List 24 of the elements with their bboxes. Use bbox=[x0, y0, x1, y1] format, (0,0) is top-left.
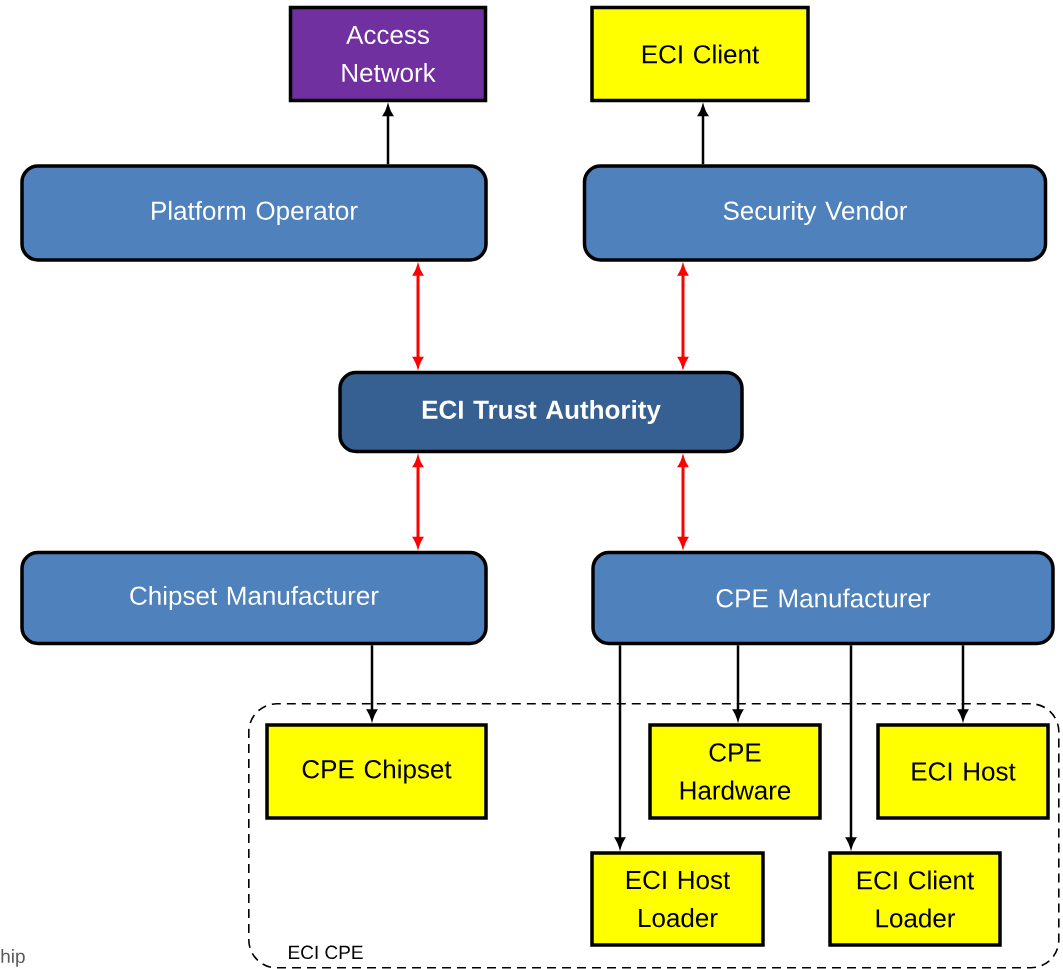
role-box: Chipset Manufacturer bbox=[20, 550, 488, 646]
arrow bbox=[413, 456, 423, 548]
arrow bbox=[383, 105, 393, 165]
arrow bbox=[678, 456, 688, 548]
arrow bbox=[846, 645, 856, 848]
client-box: ECI Client bbox=[590, 5, 810, 103]
component-box: CPE Hardware bbox=[648, 723, 822, 820]
arrow bbox=[615, 645, 625, 848]
arrow bbox=[678, 265, 688, 368]
arrow bbox=[413, 265, 423, 368]
caption-fragment: hip bbox=[1, 949, 25, 967]
component-box: ECI Host bbox=[876, 723, 1050, 820]
component-box: ECI Host Loader bbox=[590, 851, 765, 947]
role-box: Platform Operator bbox=[20, 164, 488, 262]
arrow bbox=[367, 645, 377, 720]
component-box: ECI Client Loader bbox=[828, 851, 1002, 947]
authority-box: ECI Trust Authority bbox=[338, 370, 744, 454]
network-box: Access Network bbox=[288, 5, 488, 103]
component-box: CPE Chipset bbox=[265, 723, 488, 820]
arrow bbox=[698, 105, 708, 165]
arrow bbox=[733, 645, 743, 720]
role-box: CPE Manufacturer bbox=[591, 550, 1055, 646]
arrow bbox=[958, 645, 968, 720]
role-box: Security Vendor bbox=[582, 164, 1048, 262]
